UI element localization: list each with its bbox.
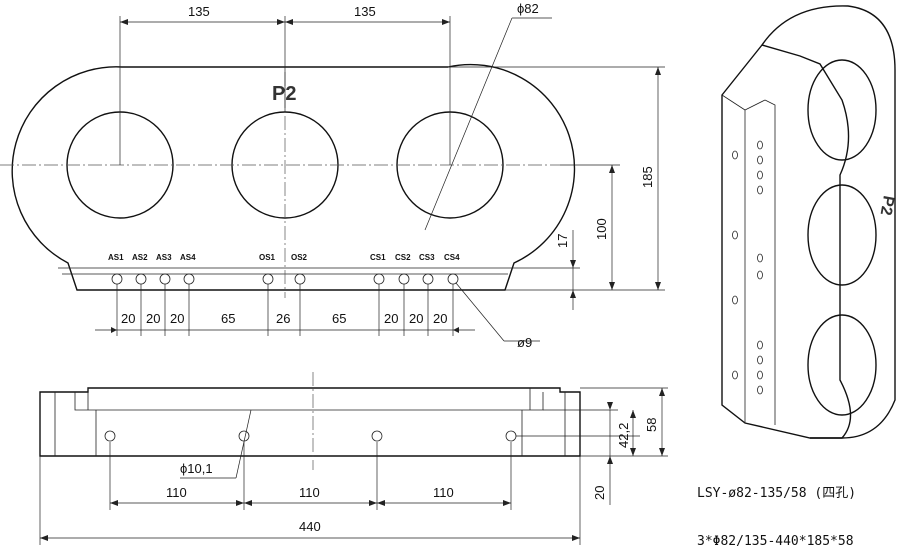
spec-size: 3*Φ82/135-440*185*58 (697, 534, 854, 549)
dim-rail: 20 (592, 486, 607, 500)
front-p2-mark: P2 (272, 83, 296, 105)
iso-p2-mark: P2 (877, 194, 897, 216)
svg-text:26: 26 (276, 311, 290, 326)
dim-thickness: 58 (644, 418, 659, 432)
svg-text:CS2: CS2 (395, 253, 411, 262)
dim-total-length: 440 (299, 519, 321, 534)
dim-mount-hole: ϕ10,1 (180, 461, 213, 476)
terminal-group: AS1 AS2 AS3 AS4 OS1 OS2 CS1 CS2 CS3 CS4 (108, 253, 460, 285)
isometric-view: P2 (721, 5, 897, 439)
svg-text:65: 65 (221, 311, 235, 326)
mount-hole-3 (371, 430, 383, 442)
svg-text:AS4: AS4 (180, 253, 196, 262)
iso-terminals (732, 140, 763, 395)
dim-terminal-height: 17 (555, 234, 570, 248)
front-view: 135 135 P2 ϕ82 AS1 AS2 AS3 AS4 OS1 OS2 C… (0, 1, 665, 350)
svg-text:20: 20 (433, 311, 447, 326)
svg-text:20: 20 (409, 311, 423, 326)
dim-terminal-hole: ø9 (517, 335, 532, 350)
svg-text:20: 20 (384, 311, 398, 326)
spec-model: LSY-ø82-135/58 (四孔) (697, 486, 856, 501)
svg-text:OS1: OS1 (259, 253, 276, 262)
mount-hole-4 (505, 430, 517, 442)
bottom-view: ϕ10,1 110 110 110 440 58 42,2 (39, 372, 668, 545)
svg-text:20: 20 (146, 311, 160, 326)
svg-text:CS3: CS3 (419, 253, 435, 262)
iso-hole-bottom (807, 314, 877, 416)
dim-hole-diameter: ϕ82 (517, 1, 539, 16)
terminal-spacing-dims: 20 20 20 65 26 65 20 20 20 (95, 284, 475, 336)
iso-front-face (721, 44, 852, 439)
dim-spacing-right: 135 (354, 4, 376, 19)
spec-block: LSY-ø82-135/58 (四孔) 3*Φ82/135-440*185*58 (697, 486, 856, 549)
mount-hole-2 (238, 430, 250, 442)
bottom-body-outline (39, 387, 581, 457)
iso-back-outline (761, 5, 896, 439)
svg-text:20: 20 (170, 311, 184, 326)
svg-text:AS1: AS1 (108, 253, 124, 262)
svg-text:CS1: CS1 (370, 253, 386, 262)
iso-hole-mid (807, 184, 877, 286)
iso-hole-top (807, 59, 877, 161)
svg-text:CS4: CS4 (444, 253, 460, 262)
dim-height: 185 (640, 166, 655, 188)
front-body-outline (11, 63, 576, 291)
mount-hole-1 (104, 430, 116, 442)
svg-text:AS3: AS3 (156, 253, 172, 262)
svg-text:65: 65 (332, 311, 346, 326)
dim-spacing-left: 135 (188, 4, 210, 19)
svg-text:110: 110 (166, 485, 187, 500)
svg-text:110: 110 (433, 485, 454, 500)
dim-center-height: 100 (594, 218, 609, 240)
svg-text:110: 110 (299, 485, 320, 500)
svg-text:OS2: OS2 (291, 253, 308, 262)
svg-text:20: 20 (121, 311, 135, 326)
dim-hole-height: 42,2 (616, 423, 631, 448)
svg-text:AS2: AS2 (132, 253, 148, 262)
